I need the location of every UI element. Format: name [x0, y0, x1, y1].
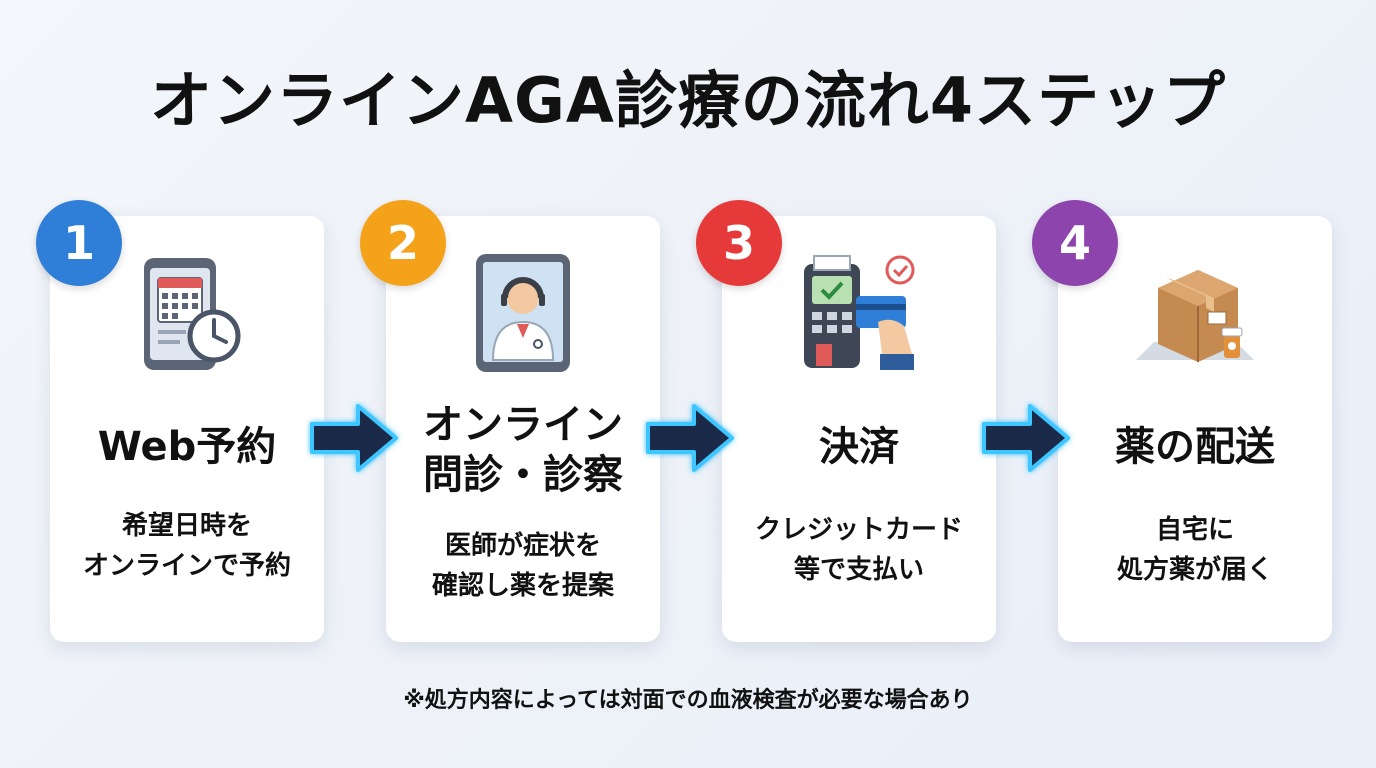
payment-terminal-icon [804, 255, 915, 370]
step-description: 医師が症状を 確認し薬を提案 [431, 531, 614, 601]
arrow-right-icon [310, 404, 398, 472]
step-card-1: Web予約 希望日時を オンラインで予約 [50, 216, 324, 642]
footnote: ※処方内容によっては対面での血液検査が必要な場合あり [403, 688, 973, 713]
step-number-badge-3: 3 [696, 200, 782, 286]
step-title: Web予約 [97, 424, 277, 470]
step-card-2: オンライン 問診・診察 医師が症状を 確認し薬を提案 [386, 216, 660, 642]
step-title: 薬の配送 [1115, 424, 1275, 470]
delivery-box-icon [1136, 270, 1254, 362]
step-number-badge-2: 2 [360, 200, 446, 286]
arrow-right-icon [982, 404, 1070, 472]
step-title: オンライン 問診・診察 [423, 402, 623, 498]
step-card-4: 薬の配送 自宅に 処方薬が届く [1058, 216, 1332, 642]
smartphone-calendar-icon [144, 258, 241, 370]
step-description: 自宅に 処方薬が届く [1116, 515, 1273, 585]
arrow-right-icon [646, 404, 734, 472]
step-title: 決済 [819, 424, 899, 470]
step-card-3: 決済 クレジットカード 等で支払い [722, 216, 996, 642]
step-number-badge-4: 4 [1032, 200, 1118, 286]
step-description: クレジットカード 等で支払い [754, 515, 963, 585]
page-title: オンラインAGA診療の流れ4ステップ [150, 64, 1226, 137]
step-number-badge-1: 1 [36, 200, 122, 286]
step-description: 希望日時を オンラインで予約 [82, 511, 291, 581]
tablet-doctor-icon [476, 254, 570, 372]
